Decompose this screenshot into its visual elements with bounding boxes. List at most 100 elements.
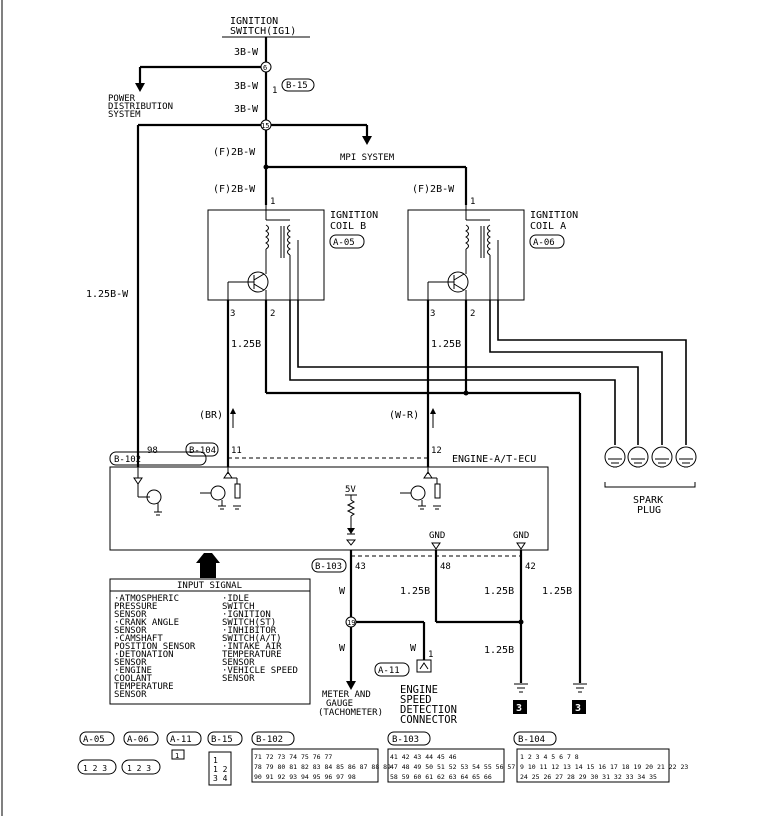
ground-ref-1: 3 [516,703,522,714]
connector-a11-badge [374,662,410,677]
wire-label-125b-3: 1.25B [400,586,430,597]
legend-b102-row2: 78 79 80 81 82 83 84 85 86 87 88 89 [254,763,391,771]
mpi-label: MPI SYSTEM [340,153,395,163]
coil-a-label-1: IGNITION [530,210,578,221]
legend-b102-label: B-102 [256,735,283,745]
input-right-line: ·VEHICLE SPEED [222,666,298,676]
connector-b102-badge [109,451,207,466]
wire-label-125b-1: 1.25B [231,339,261,350]
ecu-gnd-2: GND [513,531,529,541]
legend-a06-badge [123,731,159,746]
legend-a11-badge [166,731,202,746]
wire-color-wr: (W-R) [389,410,419,421]
input-signal-left-list: ·ATMOSPHERIC PRESSURE SENSOR ·CRANK ANGL… [114,594,196,700]
meter-label-1: METER AND [322,690,371,700]
input-right-line: SWITCH(A/T) [222,634,282,644]
coil-a-pin-3: 3 [430,309,435,319]
input-right-line: SWITCH(ST) [222,618,276,628]
signal-arrow-b [230,408,236,414]
junction-6-label: 6 [263,64,267,72]
legend-b102-row1: 71 72 73 74 75 76 77 [254,753,332,761]
wire-label-w-3: W [410,643,417,654]
coil-b-pin-1: 1 [270,197,275,207]
input-left-line: COOLANT [114,674,153,684]
coil-a-secondary-winding [487,224,491,256]
input-left-line: ·CRANK ANGLE [114,618,179,628]
input-signal-arrow [196,553,220,578]
legend-b104-shape [516,748,670,783]
ecu-pin-11: 11 [231,446,242,456]
ground-ref-2: 3 [575,703,581,714]
legend-a06-shape [121,759,161,775]
input-left-line: SENSOR [114,626,147,636]
legend-b103-row3: 58 59 60 61 62 63 64 65 66 [390,773,492,781]
spark-plug-ground-marks [608,458,693,468]
legend-b15-badge [207,731,243,746]
junction-19-label: 19 [347,619,355,627]
connector-b103-label: B-103 [315,562,342,572]
legend-b15-label: B-15 [211,735,233,745]
legend-a06-pins: 1 2 3 [127,764,151,773]
meter-label-2: GAUGE [326,699,353,709]
spark-plug-bracket [604,482,696,488]
coil-a-connector: A-06 [533,238,555,248]
ecu-pin-42: 42 [525,562,536,572]
wire-label-125bw: 1.25B-W [86,289,129,300]
spark-plugs [604,446,697,468]
hv-wire-plug-1 [289,300,616,445]
legend-b15-row3: 3 4 [213,774,228,783]
ignition-switch-label-2: SWITCH(IG1) [230,26,296,37]
ground-ref-badge-1 [513,700,527,714]
wire-label-125b-2: 1.25B [431,339,461,350]
coil-a-primary-winding [465,224,469,250]
ecu-internal-circuit-2 [200,467,241,510]
ecu-internal-circuit-5v: 5V [345,485,357,546]
spark-plug-label-2: PLUG [637,505,661,516]
input-left-line: SENSOR [114,610,147,620]
wire-label-125b-5: 1.25B [484,645,514,656]
ecu-pin-43: 43 [355,562,366,572]
legend-a06-label: A-06 [127,735,149,745]
spark-plug-icon [604,446,626,468]
input-right-line: ·IGNITION [222,610,271,620]
hv-wire-plug-3 [489,300,663,445]
input-right-line: ·IDLE [222,594,249,604]
legend-b102-row3: 90 91 92 93 94 95 96 97 98 [254,773,356,781]
connector-b104-label: B-104 [189,446,216,456]
coil-b-pin-2: 2 [270,309,275,319]
legend-b103-label: B-103 [392,735,419,745]
legend-b15-shape [208,751,232,786]
legend-b103-shape [387,748,505,783]
legend-b102-badge [251,731,295,746]
connector-a11-label: A-11 [378,666,400,676]
input-left-line: SENSOR [114,658,147,668]
connector-b15-label: B-15 [286,81,308,91]
tacho-arrow [346,681,356,690]
legend-b103-row2: 47 48 49 50 51 52 53 54 55 56 57 [390,763,515,771]
legend-b15-row1: 1 [213,756,218,765]
wire-label-f2bw-3: (F)2B-W [412,184,455,195]
input-left-line: ·DETONATION [114,650,174,660]
legend-a11-label: A-11 [170,735,192,745]
input-left-line: PRESSURE [114,602,157,612]
meter-label-3: (TACHOMETER) [318,708,383,718]
connector-b102-label: B-102 [114,455,141,465]
coil-a-label-2: COIL A [530,221,566,232]
ecu-pin-12: 12 [431,446,442,456]
connector-legend: A-05 1 2 3 A-06 1 2 3 A-11 1 B-15 1 1 2 … [77,731,688,786]
wire-label-125b-4: 1.25B [484,586,514,597]
legend-b104-label: B-104 [518,735,545,745]
wire-label-3bw-3: 3B-W [234,104,259,115]
connector-b104-badge [185,442,219,457]
coil-a-connector-badge [529,234,565,249]
connector-b15-pin: 1 [272,86,277,96]
input-left-line: ·CAMSHAFT [114,634,163,644]
wire-label-w-1: W [339,586,346,597]
coil-a-pin-2: 2 [470,309,475,319]
feed-junction-dot [263,164,269,170]
esd-label-3: DETECTION [400,704,457,716]
power-dist-label-1: POWER [108,94,136,104]
esd-connector-symbol [416,659,432,673]
legend-b104-row3: 24 25 26 27 28 29 30 31 32 33 34 35 [520,773,657,781]
